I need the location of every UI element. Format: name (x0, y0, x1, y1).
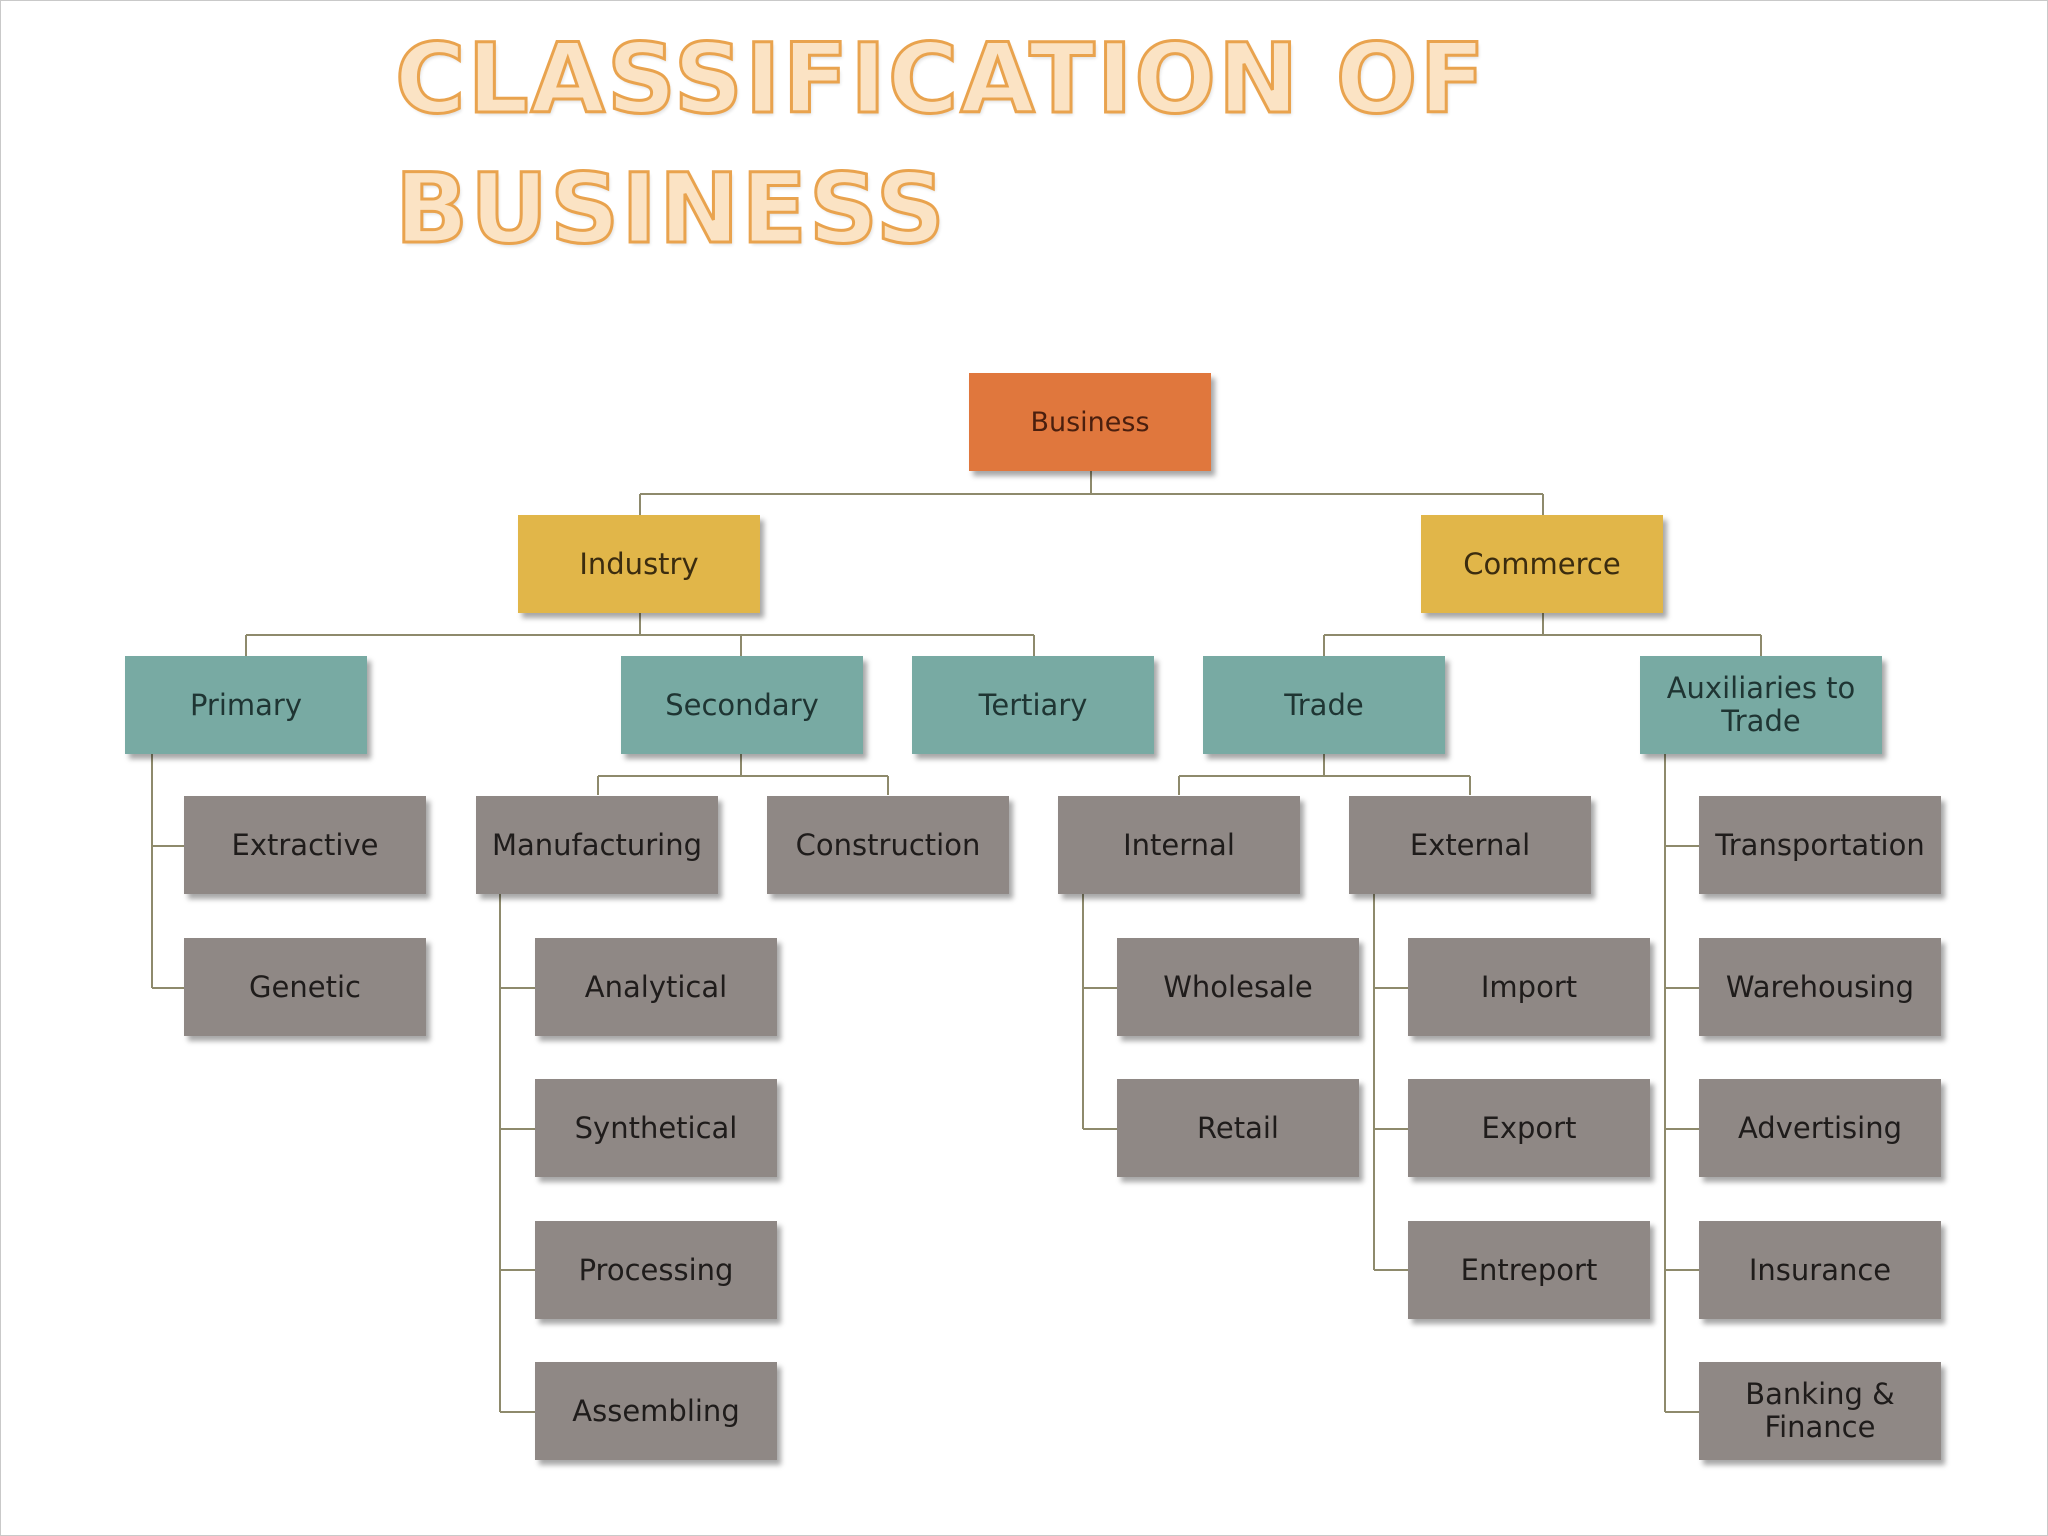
node-construction: Construction (767, 796, 1009, 894)
node-advertising: Advertising (1699, 1079, 1941, 1177)
node-auxiliaries-to-trade: Auxiliaries to Trade (1640, 656, 1882, 754)
title-line-2: BUSINESS (394, 152, 947, 267)
slide-title: CLASSIFICATION OF BUSINESS (394, 14, 1487, 274)
node-processing: Processing (535, 1221, 777, 1319)
node-manufacturing: Manufacturing (476, 796, 718, 894)
node-export: Export (1408, 1079, 1650, 1177)
node-trade: Trade (1203, 656, 1445, 754)
node-import: Import (1408, 938, 1650, 1036)
node-secondary: Secondary (621, 656, 863, 754)
node-entreport: Entreport (1408, 1221, 1650, 1319)
node-internal: Internal (1058, 796, 1300, 894)
node-commerce: Commerce (1421, 515, 1663, 613)
node-business: Business (969, 373, 1211, 471)
node-industry: Industry (518, 515, 760, 613)
node-tertiary: Tertiary (912, 656, 1154, 754)
node-external: External (1349, 796, 1591, 894)
node-genetic: Genetic (184, 938, 426, 1036)
node-primary: Primary (125, 656, 367, 754)
node-transportation: Transportation (1699, 796, 1941, 894)
node-banking-finance: Banking & Finance (1699, 1362, 1941, 1460)
node-assembling: Assembling (535, 1362, 777, 1460)
node-wholesale: Wholesale (1117, 938, 1359, 1036)
node-retail: Retail (1117, 1079, 1359, 1177)
title-line-1: CLASSIFICATION OF (394, 22, 1487, 137)
node-extractive: Extractive (184, 796, 426, 894)
node-synthetical: Synthetical (535, 1079, 777, 1177)
node-insurance: Insurance (1699, 1221, 1941, 1319)
node-analytical: Analytical (535, 938, 777, 1036)
node-warehousing: Warehousing (1699, 938, 1941, 1036)
